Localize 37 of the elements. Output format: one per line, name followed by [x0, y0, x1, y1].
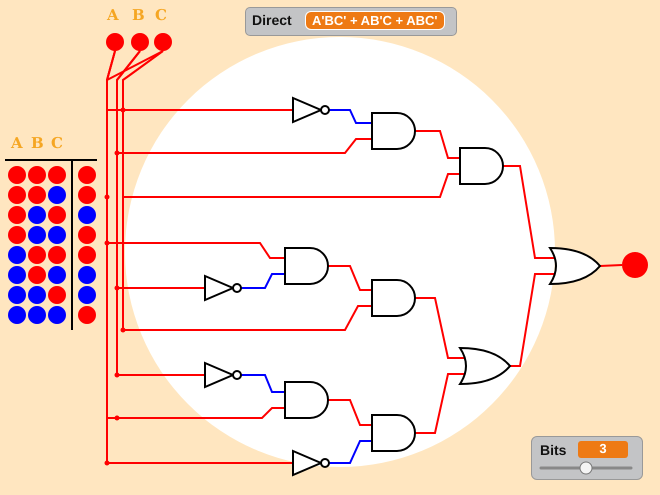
value-readout: 3 [578, 441, 628, 458]
wire [328, 265, 372, 291]
wire [415, 130, 460, 159]
not-gate [204, 274, 242, 302]
wire [329, 109, 372, 124]
output-lamp [622, 252, 648, 278]
wire [116, 50, 205, 376]
wire [415, 373, 466, 434]
formula-readout: A'BC' + AB'C + ABC' [305, 11, 445, 30]
wire [241, 374, 285, 393]
wire [415, 297, 466, 359]
panel-label: Direct [252, 12, 292, 28]
not-gate [292, 449, 330, 477]
input-label: B [132, 6, 145, 24]
and-gate [284, 247, 329, 285]
wire [241, 273, 285, 289]
wire [510, 273, 556, 367]
wire [600, 264, 622, 267]
wire [503, 165, 556, 259]
wire [328, 399, 372, 426]
and-gate [459, 147, 504, 185]
wire [122, 50, 372, 331]
and-gate [371, 279, 416, 317]
not-gate [204, 361, 242, 389]
and-gate [371, 414, 416, 452]
and-gate [371, 112, 416, 150]
column-header: A [11, 134, 23, 152]
or-gate [459, 347, 511, 385]
slider-label: Bits [540, 442, 566, 458]
wire [329, 440, 372, 464]
column-header: C [51, 134, 63, 152]
input-label: C [155, 6, 167, 24]
input-label: A [107, 6, 119, 24]
column-header: B [31, 134, 44, 152]
and-gate [284, 381, 329, 419]
not-gate [292, 96, 330, 124]
or-gate [549, 247, 601, 285]
